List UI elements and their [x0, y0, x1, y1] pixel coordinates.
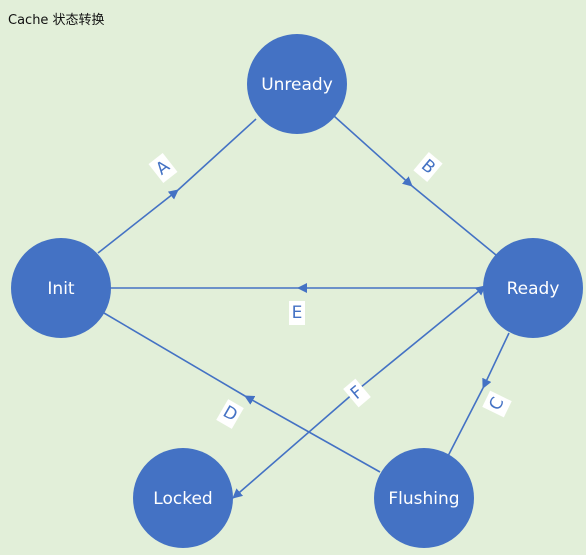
node-flushing: Flushing [374, 448, 474, 548]
edge-label-f: F [343, 378, 371, 408]
edge-d [103, 312, 381, 473]
edge-label-a: A [148, 153, 178, 183]
node-locked: Locked [133, 448, 233, 548]
edge-b [333, 115, 497, 256]
svg-text:E: E [292, 303, 303, 323]
node-locked-label: Locked [153, 489, 212, 509]
node-flushing-label: Flushing [388, 489, 459, 509]
edge-label-b: B [413, 152, 443, 182]
node-unready: Unready [247, 34, 347, 134]
node-unready-label: Unready [261, 75, 333, 95]
node-init-label: Init [47, 279, 75, 299]
edge-f [232, 285, 486, 499]
edge-label-d: D [216, 399, 244, 429]
edge-a [97, 118, 257, 254]
node-ready-label: Ready [507, 279, 560, 299]
edge-label-c: C [482, 390, 512, 418]
node-ready: Ready [483, 238, 583, 338]
edge-label-e: E [289, 301, 305, 325]
node-init: Init [11, 238, 111, 338]
diagram-title: Cache 状态转换 [8, 13, 105, 28]
edge-c [446, 332, 510, 459]
